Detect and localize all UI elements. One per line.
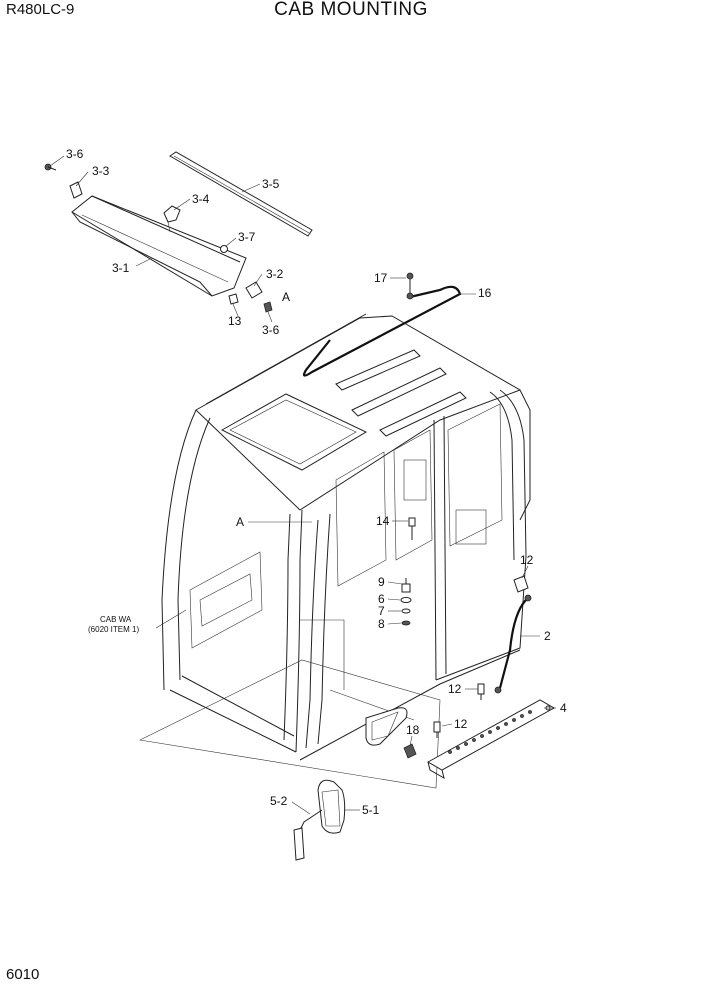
callout-3-2: 3-2 [266,267,284,281]
callout-13: 13 [228,314,242,328]
callout-6: 6 [378,592,385,606]
callout-7: 7 [378,604,385,618]
handrail-16 [302,272,462,377]
callout-12-top: 12 [520,553,534,567]
callout-14: 14 [376,514,390,528]
callout-2: 2 [544,629,551,643]
callout-3-4: 3-4 [192,192,210,206]
callout-3-5: 3-5 [262,177,280,191]
callout-3-1: 3-1 [112,261,130,275]
cab-wa-note: CAB WA [100,615,132,624]
grab-handle-2 [494,575,532,694]
callout-12-low: 12 [454,717,468,731]
page-number: 6010 [6,966,40,983]
fastener-stack [400,517,485,738]
callout-labels: 3-6 3-3 3-5 3-4 3-7 3-1 3-2 A 13 3-6 17 … [66,147,567,817]
callout-5-2: 5-2 [270,794,288,808]
cab-frame [139,313,531,789]
model-number: R480LC-9 [6,1,75,18]
callout-16: 16 [478,286,492,300]
cab-wa-note-ref: (6020 ITEM 1) [88,625,139,634]
callout-5-1: 5-1 [362,803,380,817]
work-lamp-18 [365,707,417,759]
step-plate-4 [426,699,556,780]
leader-lines [49,155,556,815]
callout-a-cab: A [236,515,244,529]
callout-3-6-top: 3-6 [66,147,84,161]
callout-8: 8 [378,617,385,631]
callout-9: 9 [378,575,385,589]
callout-a-detail: A [282,290,290,304]
callout-17: 17 [374,271,388,285]
rear-view-mirror [293,779,346,861]
callout-3-7: 3-7 [238,230,256,244]
callout-18: 18 [406,723,420,737]
callout-3-6-bottom: 3-6 [262,323,280,337]
callout-3-3: 3-3 [92,164,110,178]
sun-visor-assembly [44,163,273,313]
callout-4: 4 [560,701,567,715]
callout-12-mid: 12 [448,682,462,696]
weather-strip [169,151,313,237]
page-title: CAB MOUNTING [274,0,428,20]
